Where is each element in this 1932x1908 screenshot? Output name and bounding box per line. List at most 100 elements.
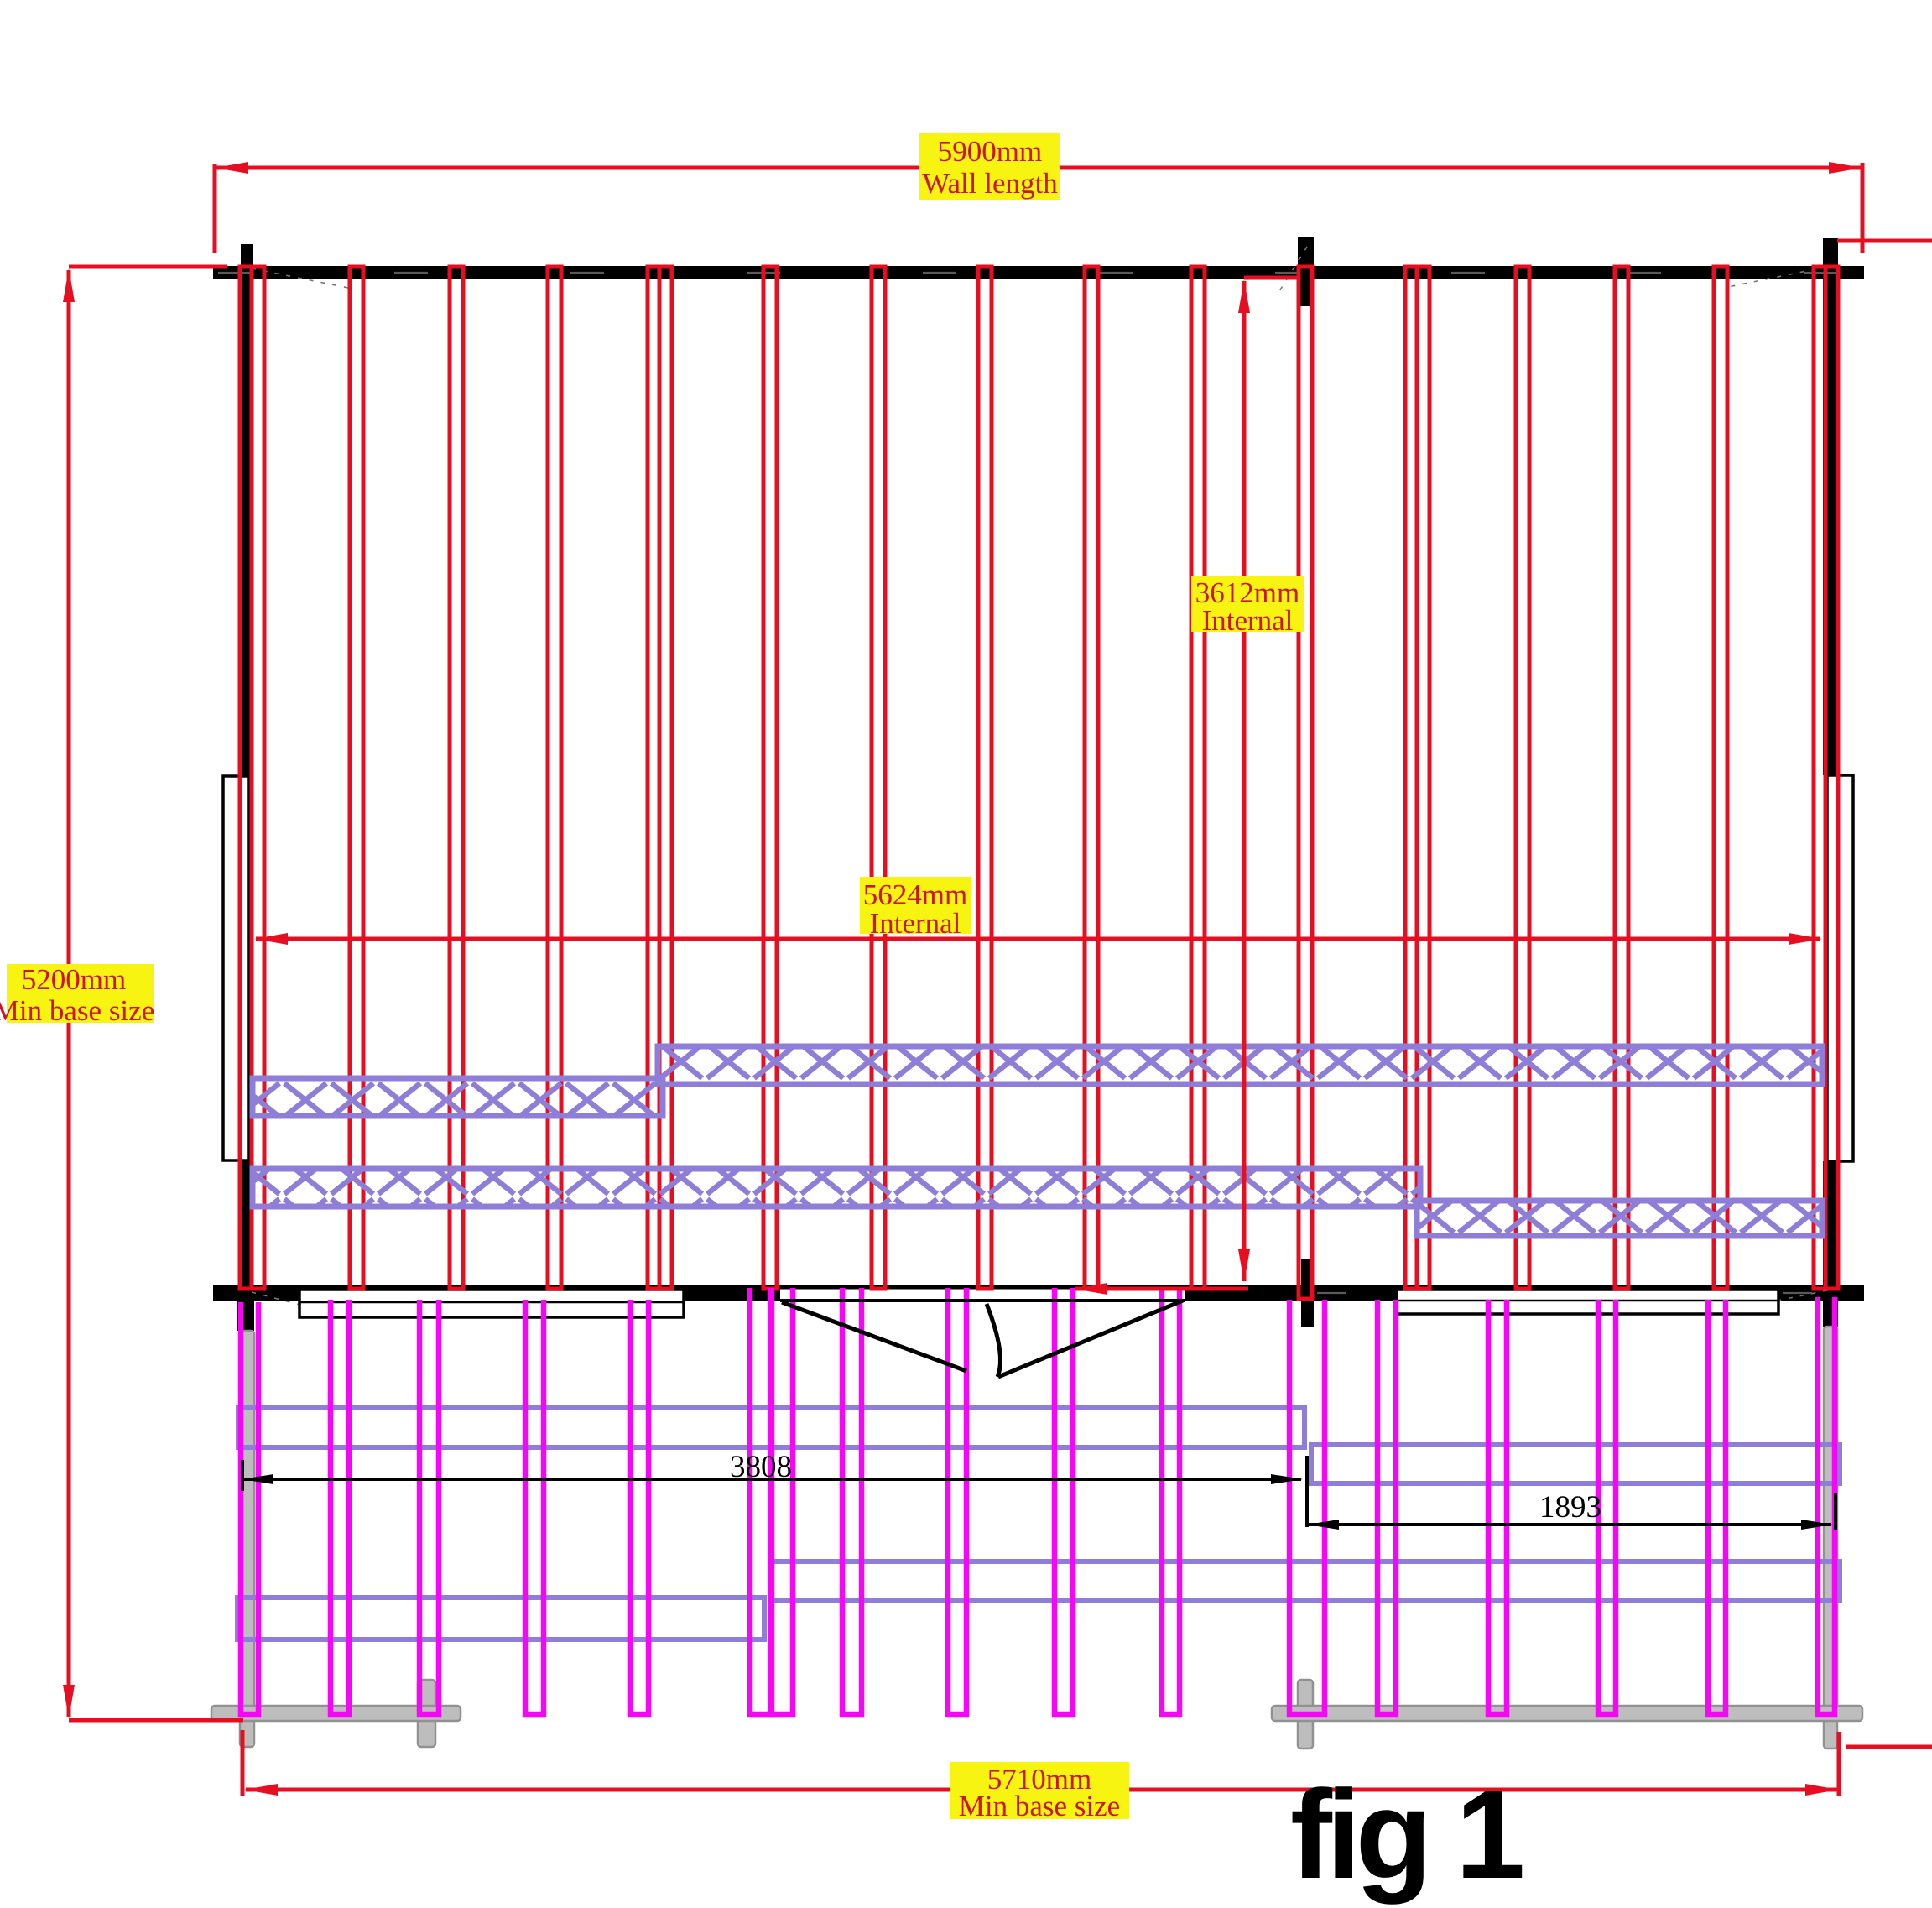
red-dimensions	[63, 162, 1932, 1796]
label-wall-length: 5900mm Wall length	[919, 133, 1060, 200]
floor-joist	[416, 1300, 442, 1718]
floor-beam-lower-right	[768, 1559, 1842, 1603]
floor-beam-upper-right	[1309, 1442, 1842, 1486]
bottom-wall-seg-2	[684, 1285, 780, 1301]
dim-5624-arrow-right	[1789, 933, 1822, 945]
dim-3612-arrow-ext	[1074, 1283, 1107, 1295]
roof-joist	[1082, 264, 1101, 1291]
top-right-log-tab	[1823, 238, 1838, 266]
hatched-purlin-lower-right	[1414, 1197, 1825, 1239]
floor-joist	[1595, 1300, 1619, 1718]
roof-joists	[237, 264, 1841, 1301]
label-internal-depth: 3612mm Internal	[1191, 576, 1304, 637]
label-min-base-bottom-caption: Min base size	[959, 1790, 1120, 1822]
label-internal-depth-value: 3612mm	[1195, 576, 1299, 609]
roof-joist	[976, 264, 994, 1291]
dim-5200-arrow-bottom	[63, 1685, 75, 1718]
label-wall-length-value: 5900mm	[938, 135, 1042, 168]
roof-joist	[1711, 264, 1730, 1291]
bottom-wall-seg-1	[213, 1285, 299, 1301]
dim-5624-arrow-left	[254, 933, 288, 945]
dim-5900-arrow-right	[1829, 162, 1862, 174]
hidden-line-bottom-right	[1736, 1290, 1828, 1310]
label-min-base-bottom-value: 5710mm	[987, 1763, 1091, 1796]
floor-joist	[1374, 1300, 1399, 1718]
hidden-line-top-right	[1727, 266, 1828, 288]
roof-joist	[1612, 264, 1631, 1291]
hidden-line-top-mid	[1276, 246, 1308, 296]
double-door	[780, 1298, 1185, 1379]
dimension-labels: 5900mm Wall length 5200mm Min base size …	[0, 133, 1304, 1822]
door-swing-arc	[984, 1303, 1002, 1378]
top-mid-log-tab	[1298, 237, 1314, 306]
label-internal-depth-box	[1191, 576, 1304, 632]
label-internal-width-caption: Internal	[870, 907, 961, 940]
label-internal-depth-caption: Internal	[1202, 604, 1294, 637]
floor-joist	[1159, 1288, 1183, 1718]
floor-joist	[1705, 1300, 1729, 1718]
floor-joists	[237, 1288, 1838, 1718]
dim-3808-label: 3808	[730, 1450, 792, 1484]
bearer-beam-right	[1270, 1704, 1864, 1723]
floor-joist	[522, 1300, 547, 1718]
dim-1893-arrow-right	[1801, 1520, 1833, 1530]
floor-joist	[1485, 1300, 1510, 1718]
label-internal-width: 5624mm Internal	[860, 877, 971, 940]
door-leaf-right	[997, 1298, 1184, 1379]
top-left-log-tab	[241, 244, 253, 266]
label-min-base-left-box	[7, 964, 154, 1023]
roof-joist	[761, 264, 779, 1291]
hatched-purlin-upper-left	[249, 1075, 666, 1119]
corner-dashed-artifacts	[251, 246, 1828, 1315]
floor-joist	[627, 1300, 652, 1718]
floor-joist	[327, 1300, 352, 1718]
dim-5200-arrow-top	[63, 268, 75, 302]
label-min-base-left-value: 5200mm	[22, 963, 126, 996]
label-min-base-bottom: 5710mm Min base size	[950, 1762, 1129, 1822]
hidden-line-top-left	[251, 268, 353, 289]
dim-1893-arrow-left	[1307, 1520, 1339, 1530]
dim-5710-arrow-left	[244, 1784, 278, 1796]
hatched-purlins	[249, 1043, 1825, 1239]
black-dimensions: 3808 1893	[241, 1450, 1837, 1530]
label-min-base-bottom-box	[950, 1762, 1129, 1819]
roof-joist	[1513, 264, 1532, 1291]
dim-5900-arrow-left	[215, 162, 248, 174]
dim-3612-arrow-top	[1238, 279, 1250, 313]
floor-joist-double	[1286, 1300, 1328, 1718]
top-wall	[213, 266, 1864, 279]
roof-joist	[447, 264, 466, 1291]
label-wall-length-box	[919, 133, 1060, 200]
dim-1893-label: 1893	[1539, 1490, 1601, 1525]
roof-joist	[1296, 264, 1315, 1301]
windows	[221, 774, 1855, 1319]
floor-joist	[237, 1302, 262, 1718]
label-min-base-left: 5200mm Min base size	[0, 963, 154, 1027]
dim-3808-arrow-left	[242, 1474, 273, 1484]
dim-5710-arrow-right	[1805, 1784, 1839, 1796]
figure-caption: fig 1	[1290, 1764, 1523, 1905]
label-internal-width-box	[860, 877, 971, 934]
floor-joist	[839, 1288, 865, 1718]
roof-joist	[869, 264, 888, 1291]
dim-3612-arrow-bottom	[1238, 1249, 1250, 1283]
dim-3808-arrow-right	[1271, 1474, 1303, 1484]
door-leaf-left	[781, 1300, 967, 1374]
floor-joist	[768, 1288, 796, 1718]
label-min-base-left-caption: Min base size	[0, 994, 154, 1027]
label-wall-length-caption: Wall length	[922, 167, 1058, 200]
floor-beam-lower-left	[235, 1595, 767, 1642]
roof-joist	[1189, 264, 1207, 1291]
left-wall-window	[221, 774, 251, 1162]
label-internal-width-value: 5624mm	[863, 878, 967, 911]
hatched-purlin-upper-right	[654, 1043, 1825, 1087]
roof-joist	[545, 264, 564, 1291]
hatched-purlin-lower-left	[249, 1165, 1424, 1210]
bottom-right-window	[1395, 1288, 1780, 1316]
floor-joist	[1051, 1288, 1076, 1718]
floor-joist	[945, 1288, 970, 1718]
roof-joist	[347, 264, 366, 1291]
bottom-left-window	[298, 1288, 685, 1319]
